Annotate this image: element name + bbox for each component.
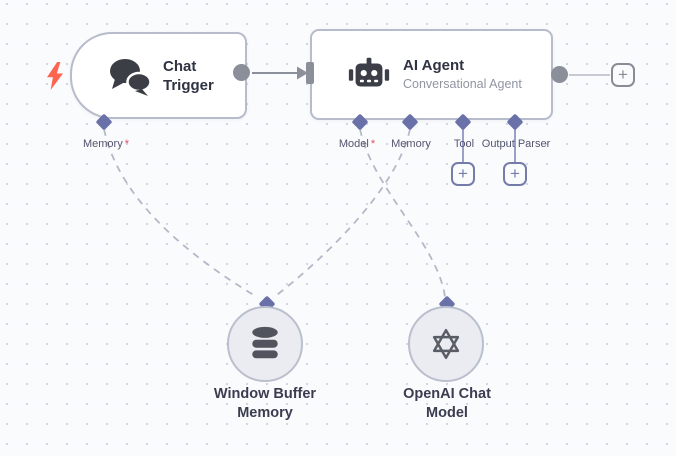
openai-icon (432, 328, 460, 360)
node-title: AI Agent (403, 57, 465, 74)
required-mark: * (370, 138, 376, 150)
ai-agent-input-endpoint (306, 62, 314, 84)
port-label-memory: Memory* (82, 138, 130, 150)
robot-icon (348, 57, 390, 86)
connection-ai-agent-model-to-openai-chat-model[interactable] (359, 128, 446, 298)
port-label-model: Model* (338, 138, 376, 150)
node-openai-chat-model[interactable] (408, 306, 484, 382)
required-mark: * (124, 138, 130, 150)
port-label-output-parser: Output Parser (481, 138, 551, 150)
node-chat-trigger[interactable]: Chat Trigger (70, 32, 247, 119)
node-title: Chat Trigger (163, 57, 214, 94)
add-output-parser-button[interactable]: + (503, 162, 527, 186)
node-window-buffer-memory[interactable] (227, 306, 303, 382)
node-label-openai-chat-model: OpenAI Chat Model (403, 386, 491, 421)
add-next-node-button[interactable]: + (611, 63, 635, 87)
node-ai-agent[interactable]: AI Agent Conversational Agent (310, 29, 553, 120)
connection-chat-trigger-memory-to-window-buffer-memory[interactable] (103, 128, 258, 298)
node-label-window-buffer-memory: Window Buffer Memory (213, 386, 317, 421)
lightning-bolt-icon (47, 62, 63, 90)
chat-bubbles-icon (110, 58, 152, 96)
port-label-memory: Memory (391, 138, 431, 150)
node-subtitle: Conversational Agent (403, 77, 522, 91)
connection-ai-agent-memory-to-window-buffer-memory[interactable] (272, 128, 411, 299)
chat-trigger-output-endpoint[interactable] (233, 64, 250, 81)
add-tool-button[interactable]: + (451, 162, 475, 186)
ai-agent-output-endpoint[interactable] (551, 66, 568, 83)
port-label-tool: Tool (453, 138, 475, 150)
database-icon (252, 326, 278, 359)
